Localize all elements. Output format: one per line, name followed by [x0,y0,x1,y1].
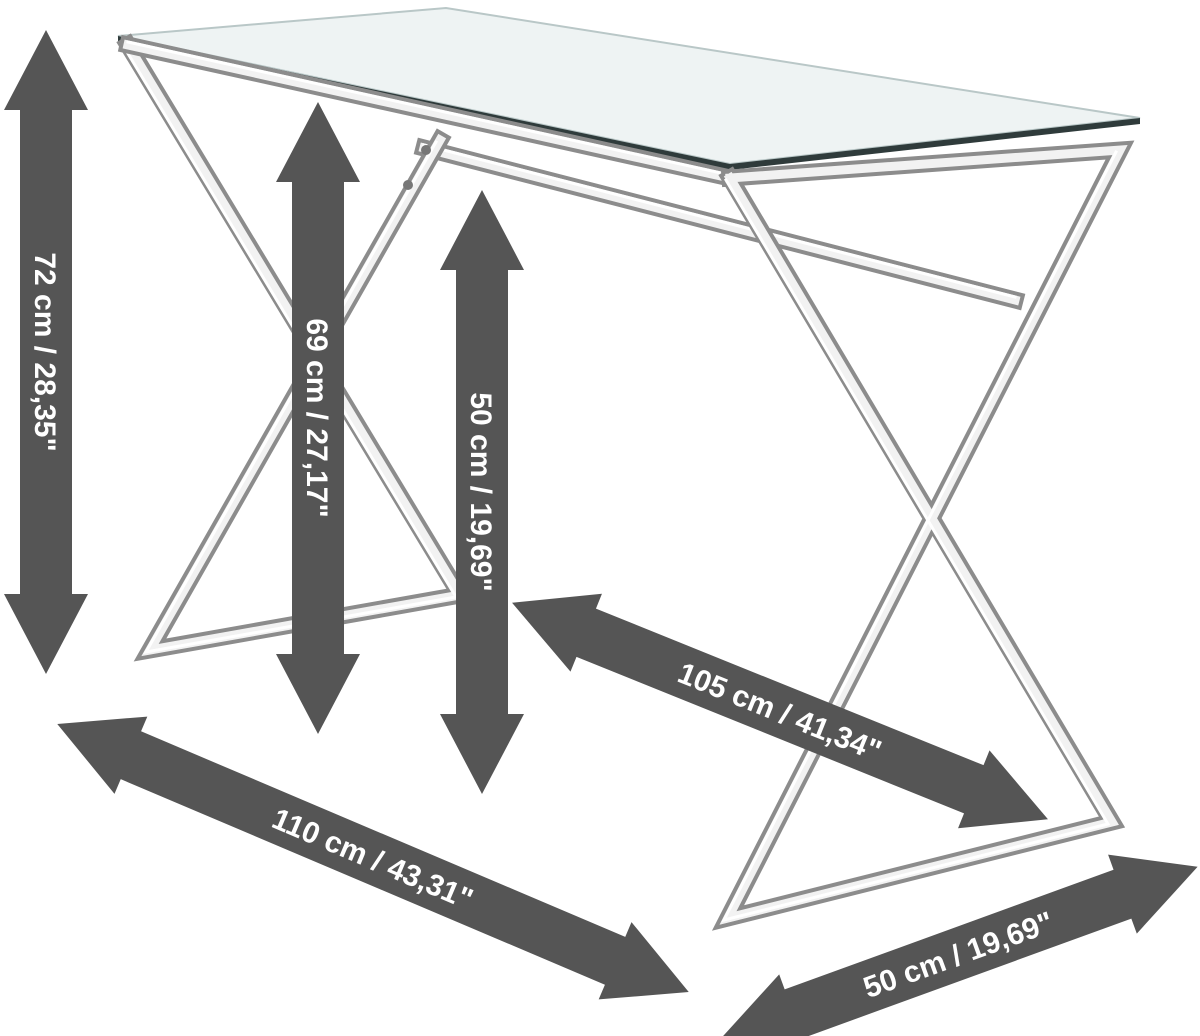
arrow-knee-height: 50 cm / 19,69" [440,190,524,794]
right-x-leg [711,140,1135,931]
label-knee-height: 50 cm / 19,69" [464,392,497,591]
arrow-frame-height: 69 cm / 27,17" [276,102,360,734]
desk-illustration [116,6,1141,931]
glass-tabletop [117,6,1141,170]
back-frame [413,137,1026,311]
dimension-arrows: 72 cm / 28,35" 69 cm / 27,17" 50 cm / 19… [4,30,1198,1036]
arrow-total-height: 72 cm / 28,35" [4,30,88,674]
arrow-total-width: 110 cm / 43,31" [57,716,689,1000]
label-total-height: 72 cm / 28,35" [28,252,61,451]
label-total-width: 110 cm / 43,31" [267,802,477,916]
label-frame-height: 69 cm / 27,17" [300,318,333,517]
